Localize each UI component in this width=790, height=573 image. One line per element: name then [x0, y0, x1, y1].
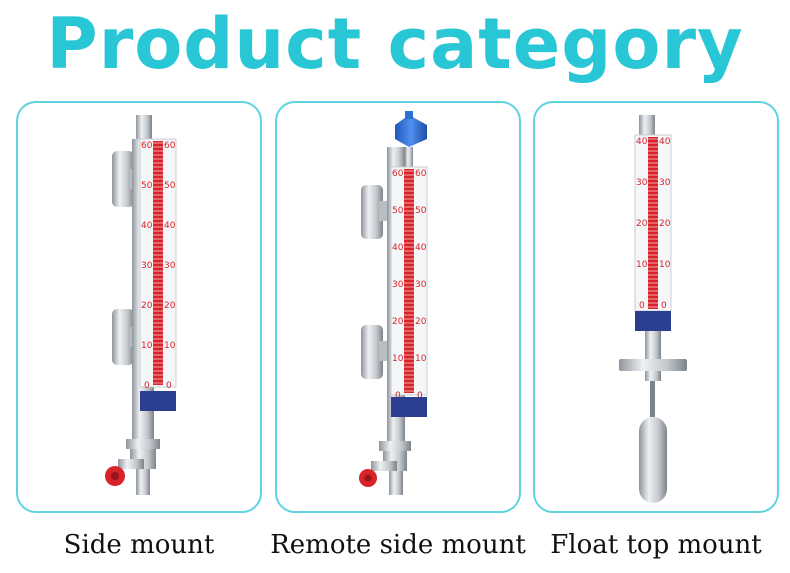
scale-label: 30	[636, 178, 648, 188]
upper-flange	[361, 185, 383, 239]
scale-label: 10	[415, 354, 427, 364]
scale-label: 0	[661, 301, 667, 311]
scale-label: 50	[164, 181, 176, 191]
caption-float-top-mount: Float top mount	[550, 530, 762, 560]
scale-label: 0	[395, 391, 401, 401]
top-cap	[136, 115, 152, 141]
scale-label: 30	[164, 261, 176, 271]
scale-label: 40	[164, 221, 176, 231]
side-mount-gauge-illustration: 60 50 40 30 20 10 0 60 50 40 30 20 10 0	[105, 115, 177, 495]
scale-label: 40	[141, 221, 153, 231]
junction-box-icon	[395, 115, 427, 147]
float-ball	[639, 417, 667, 503]
page-title: Product category	[46, 3, 744, 85]
remote-side-mount-gauge-illustration: 60 50 40 30 20 10 0 60 50 40 30 20 10 0	[359, 111, 428, 495]
scale-label: 0	[144, 381, 150, 391]
top-cap	[639, 115, 655, 137]
product-card-side-mount[interactable]: 60 50 40 30 20 10 0 60 50 40 30 20 10 0	[16, 101, 262, 513]
mounting-flange	[619, 359, 687, 371]
scale-label: 40	[636, 137, 648, 147]
scale-label: 60	[392, 169, 404, 179]
scale-label: 50	[392, 206, 404, 216]
drain-pipe	[118, 459, 144, 469]
scale-ticks	[404, 170, 414, 392]
float-top-mount-gauge-illustration: 40 30 20 10 0 40 30 20 10 0	[619, 115, 687, 503]
scale-label: 60	[141, 141, 153, 151]
scale-label: 20	[141, 301, 153, 311]
scale-label: 40	[415, 243, 427, 253]
float-rod	[650, 381, 655, 417]
scale-label: 0	[166, 381, 172, 391]
nameplate	[140, 391, 176, 411]
scale-label: 20	[164, 301, 176, 311]
scale-label: 60	[415, 169, 427, 179]
lower-flange	[361, 325, 383, 379]
scale-label: 40	[659, 137, 671, 147]
scale-label: 20	[659, 219, 671, 229]
caption-side-mount: Side mount	[63, 530, 215, 560]
scale-label: 30	[415, 280, 427, 290]
lower-flange	[112, 309, 134, 365]
caption-remote-side-mount: Remote side mount	[270, 530, 526, 560]
scale-label: 0	[639, 301, 645, 311]
scale-label: 40	[392, 243, 404, 253]
scale-label: 50	[141, 181, 153, 191]
nameplate	[391, 397, 427, 417]
scale-label: 0	[417, 391, 423, 401]
scale-label: 10	[659, 260, 671, 270]
scale-label: 10	[141, 341, 153, 351]
scale-label: 30	[392, 280, 404, 290]
scale-label: 30	[659, 178, 671, 188]
product-card-float-top-mount[interactable]: 40 30 20 10 0 40 30 20 10 0	[533, 101, 779, 513]
red-scale-bar	[404, 169, 414, 393]
scale-label: 50	[415, 206, 427, 216]
scale-label: 20	[415, 317, 427, 327]
scale-label: 10	[636, 260, 648, 270]
drain-pipe	[371, 461, 397, 471]
scale-ticks	[153, 142, 163, 384]
scale-label: 60	[164, 141, 176, 151]
scale-label: 20	[392, 317, 404, 327]
scale-ticks	[648, 138, 658, 308]
scale-label: 20	[636, 219, 648, 229]
nameplate	[635, 311, 671, 331]
product-card-remote-side-mount[interactable]: 60 50 40 30 20 10 0 60 50 40 30 20 10 0	[275, 101, 521, 513]
scale-label: 10	[164, 341, 176, 351]
scale-label: 30	[141, 261, 153, 271]
upper-flange	[112, 151, 134, 207]
scale-label: 10	[392, 354, 404, 364]
